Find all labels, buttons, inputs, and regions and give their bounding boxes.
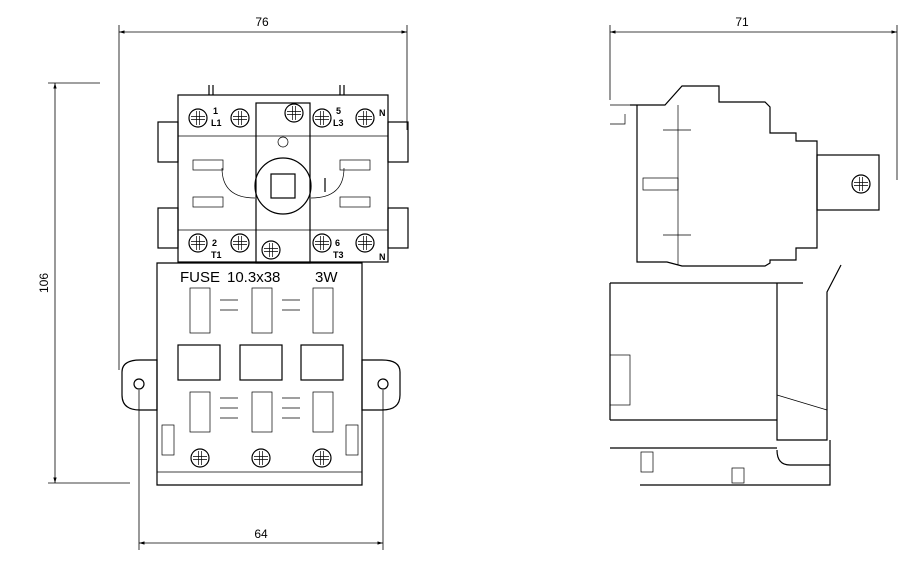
dimension-label-height: 106: [37, 273, 51, 293]
terminal-N-bottom-label: N: [379, 252, 386, 262]
dimension-label-mount: 64: [254, 527, 268, 541]
dimension-71: 71: [609, 15, 898, 180]
front-view: 1 L1 5 L3 N 2 T1 6 T3 N FUSE 10.3x38 3W: [121, 85, 409, 486]
terminal-L3-label: L3: [333, 118, 344, 128]
dimension-64: 64: [138, 390, 384, 550]
dimension-label-depth: 71: [735, 15, 749, 29]
fuse-holder: FUSE 10.3x38 3W: [121, 262, 401, 486]
dimension-label-width: 76: [255, 15, 269, 29]
rotary-knob: [254, 157, 312, 215]
dimension-76: 76: [118, 15, 408, 370]
terminal-6-number: 6: [335, 238, 340, 248]
terminal-L1-label: L1: [211, 118, 222, 128]
terminal-N-top-label: N: [379, 108, 386, 118]
terminal-1-number: 1: [213, 106, 218, 116]
side-view: [609, 85, 880, 486]
terminal-5-number: 5: [336, 106, 341, 116]
fuse-label: FUSE: [180, 269, 220, 286]
fuse-size-label: 10.3x38: [227, 269, 280, 286]
terminal-T3-label: T3: [333, 250, 344, 260]
dimension-106: 106: [37, 82, 130, 484]
fuse-type-label: 3W: [315, 269, 338, 286]
terminal-T1-label: T1: [211, 250, 222, 260]
terminal-2-number: 2: [212, 238, 217, 248]
